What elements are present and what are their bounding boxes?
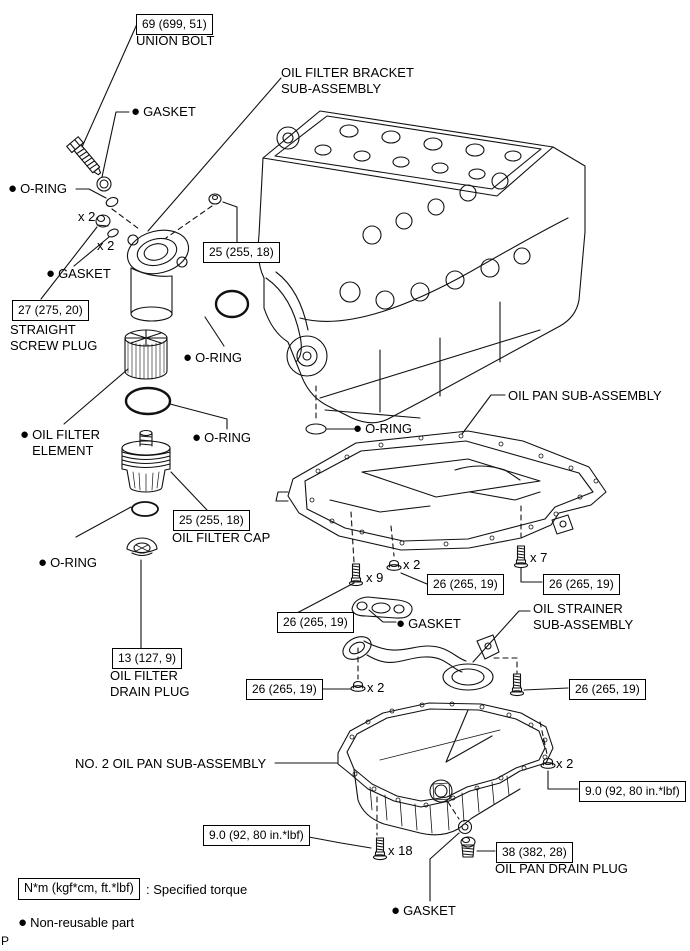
pan-bolt-x7-art	[513, 545, 529, 569]
torque-badge-no2pan-nut: 9.0 (92, 80 in.*lbf)	[579, 781, 686, 802]
qty-label-strainer-nut-x2: x 2	[367, 680, 385, 695]
strainer-bolt-art	[509, 673, 525, 697]
pan-bolt-x9-art	[348, 563, 364, 587]
part-label-oil-filter-bracket: OIL FILTER BRACKET SUB-ASSEMBLY	[281, 65, 414, 96]
legend-nonreusable-note: ●Non-reusable part	[18, 914, 135, 931]
union-bolt-gasket-art	[96, 176, 112, 192]
torque-badge-oil-pan-drain-plug: 38 (382, 28)	[496, 842, 573, 863]
union-bolt-art	[66, 136, 102, 176]
torque-badge-strainer-bolt: 26 (265, 19)	[569, 679, 646, 700]
part-label-gasket-drain-plug: ●GASKET	[391, 902, 456, 919]
torque-badge-oil-filter-cap: 25 (255, 18)	[173, 510, 250, 531]
part-label-oil-pan-drain-plug: OIL PAN DRAIN PLUG	[495, 861, 628, 876]
part-label-o-ring-top: ●O-RING	[8, 180, 68, 197]
cap-o-ring-small-art	[131, 501, 159, 517]
part-label-oil-filter-drain-plug: OIL FILTER DRAIN PLUG	[110, 668, 190, 699]
oil-pan-drain-plug-art	[460, 836, 476, 858]
qty-label-pan-bolt-x9: x 9	[366, 570, 384, 585]
qty-label-pan-bolt-x7: x 7	[530, 550, 548, 565]
part-label-gasket-strainer: ●GASKET	[396, 615, 461, 632]
nonreusable-bullet: ●	[391, 902, 401, 919]
nonreusable-bullet: ●	[183, 349, 193, 366]
strainer-gasket-art	[351, 596, 413, 619]
dashed-lines	[111, 205, 548, 836]
qty-label-screw-plug: x 2	[78, 209, 96, 224]
pan-nut-x2-art	[386, 559, 402, 571]
part-label-straight-screw-plug: STRAIGHT SCREW PLUG	[10, 322, 98, 353]
no2pan-bolt-x18-art	[372, 837, 388, 861]
part-label-o-ring-bracket: ●O-RING	[183, 349, 243, 366]
oil-strainer-art	[342, 634, 500, 691]
part-label-gasket-union: ●GASKET	[131, 103, 196, 120]
page-marker: P	[1, 934, 10, 948]
part-label-oil-pan: OIL PAN SUB-ASSEMBLY	[508, 388, 662, 403]
bracket-nut-art	[208, 193, 222, 205]
drain-plug-washer-art	[457, 819, 473, 835]
part-label-oil-strainer: OIL STRAINER SUB-ASSEMBLY	[533, 601, 634, 632]
oil-pan-art	[275, 430, 607, 551]
part-label-o-ring-cap-small: ●O-RING	[38, 554, 98, 571]
nonreusable-bullet: ●	[38, 554, 48, 571]
screw-plug-gasket-art	[107, 228, 119, 238]
strainer-nut-x2-art	[350, 680, 366, 692]
torque-badge-bracket-bolt: 25 (255, 18)	[203, 242, 280, 263]
part-label-no2-oil-pan: NO. 2 OIL PAN SUB-ASSEMBLY	[75, 756, 267, 771]
legend-torque-units-badge: N*m (kgf*cm, ft.*lbf)	[18, 878, 140, 900]
nonreusable-bullet: ●	[192, 429, 202, 446]
part-label-o-ring-pan: ●O-RING	[353, 420, 413, 437]
nonreusable-bullet: ●	[131, 103, 141, 120]
torque-badge-pan-bolt-x9: 26 (265, 19)	[277, 612, 354, 633]
nonreusable-bullet: ●	[46, 265, 56, 282]
part-label-union-bolt: UNION BOLT	[136, 33, 215, 48]
engine-block-art	[257, 110, 586, 424]
torque-badge-pan-bolt-x7: 26 (265, 19)	[543, 574, 620, 595]
part-label-gasket-screw-plug: ●GASKET	[46, 265, 111, 282]
oil-filter-cap-art	[121, 429, 171, 493]
qty-label-no2pan-nut-x2: x 2	[556, 756, 574, 771]
pan-o-ring-art	[305, 423, 327, 435]
qty-label-pan-nut-x2: x 2	[403, 557, 421, 572]
bracket-o-ring-art	[214, 289, 250, 319]
torque-badge-no2pan-bolt: 9.0 (92, 80 in.*lbf)	[203, 825, 310, 846]
qty-label-no2pan-bolt-x18: x 18	[388, 843, 413, 858]
part-label-oil-filter-element: ●OIL FILTER ELEMENT	[20, 426, 100, 458]
qty-label-screw-plug-gasket: x 2	[97, 238, 115, 253]
torque-badge-union-bolt: 69 (699, 51)	[136, 14, 213, 35]
no2-oil-pan-art	[337, 701, 554, 836]
oil-filter-bracket-art	[126, 229, 190, 322]
oil-filter-drain-plug-art	[126, 537, 158, 557]
nonreusable-bullet: ●	[8, 180, 18, 197]
oil-filter-element-art	[124, 329, 168, 380]
o-ring-small-top-art	[105, 196, 119, 208]
legend-torque-note: : Specified torque	[146, 882, 248, 897]
torque-badge-oil-filter-drain-plug: 13 (127, 9)	[112, 648, 183, 669]
torque-badge-straight-screw-plug: 27 (275, 20)	[12, 300, 89, 321]
leader-lines	[40, 23, 579, 902]
cap-o-ring-large-art	[124, 386, 172, 416]
nonreusable-bullet: ●	[18, 914, 28, 931]
torque-badge-strainer-nut: 26 (265, 19)	[246, 679, 323, 700]
part-label-oil-filter-cap: OIL FILTER CAP	[172, 530, 271, 545]
torque-badge-pan-nut: 26 (265, 19)	[427, 574, 504, 595]
straight-screw-plug-art	[95, 214, 111, 228]
nonreusable-bullet: ●	[353, 420, 363, 437]
nonreusable-bullet: ●	[20, 426, 30, 443]
nonreusable-bullet: ●	[396, 615, 406, 632]
part-label-o-ring-cap-large: ●O-RING	[192, 429, 252, 446]
